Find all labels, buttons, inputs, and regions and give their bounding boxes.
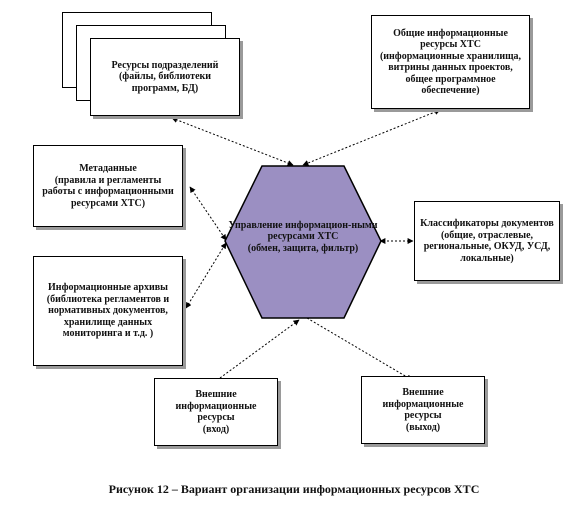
- archives-box: Информационные архивы (библиотека реглам…: [33, 256, 183, 366]
- link-common-hub: [302, 109, 441, 166]
- subdivision-resources-title: Ресурсы подразделений: [111, 59, 219, 71]
- subdivision-resources-subtitle: (файлы, библиотеки программ, БД): [118, 71, 212, 94]
- external-output-box: Внешние информационные ресурсы (выход): [361, 376, 485, 444]
- external-output-subtitle: (выход): [405, 421, 441, 433]
- hub-hexagon: [224, 165, 382, 319]
- subdivision-resources-box: Ресурсы подразделений (файлы, библиотеки…: [90, 38, 240, 116]
- common-resources-box: Общие информационные ресурсы ХТС (информ…: [371, 15, 530, 109]
- classifiers-title: Классификаторы документов: [420, 218, 554, 229]
- metadata-box: Метаданные (правила и регламенты работы …: [33, 145, 183, 227]
- hub-label: Управление информацион-ными ресурсами ХТ…: [228, 172, 378, 302]
- metadata-title: Метаданные: [79, 163, 137, 174]
- hub-subtitle: (обмен, защита, фильтр): [247, 242, 359, 254]
- metadata-subtitle: (правила и регламенты работы с информаци…: [42, 174, 174, 209]
- external-input-box: Внешние информационные ресурсы (вход): [154, 378, 278, 446]
- common-resources-title: Общие информационные ресурсы ХТС: [393, 27, 508, 51]
- archives-title: Информационные архивы: [48, 282, 168, 294]
- link-archives-hub: [185, 242, 227, 309]
- hub-title: Управление информацион-ными ресурсами ХТ…: [228, 219, 378, 243]
- classifiers-subtitle: (общие, отраслевые, региональные, ОКУД, …: [423, 229, 551, 264]
- link-metadata-hub: [189, 186, 227, 241]
- figure-caption: Рисунок 12 – Вариант организации информа…: [108, 482, 480, 496]
- archives-subtitle: (библиотека регламентов и нормативных до…: [46, 293, 170, 340]
- external-output-title: Внешние информационные ресурсы: [382, 387, 464, 421]
- external-input-title: Внешние информационные ресурсы: [175, 389, 257, 423]
- classifiers-box: Классификаторы документов (общие, отрасл…: [414, 201, 560, 281]
- link-hub-ext-out: [306, 317, 413, 381]
- external-input-subtitle: (вход): [202, 423, 230, 435]
- link-resources-hub: [171, 117, 294, 166]
- common-resources-subtitle: (информационные хранилища, витрины данны…: [379, 50, 522, 97]
- link-ext-in-hub: [219, 319, 300, 379]
